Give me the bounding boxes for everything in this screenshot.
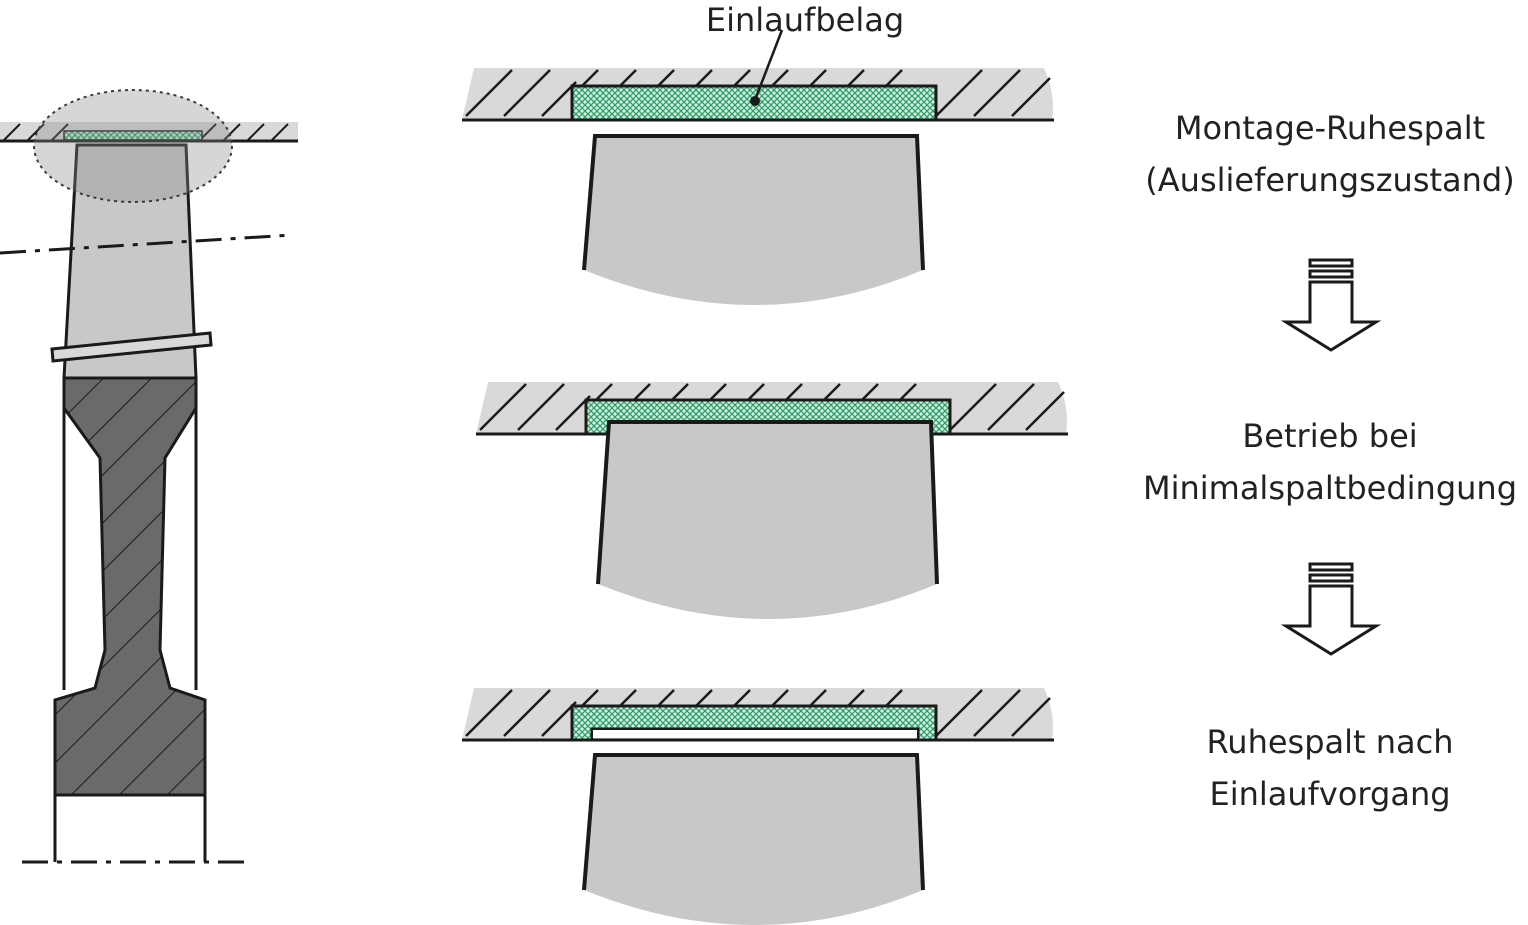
overview-disk [53, 376, 207, 797]
detail-1-blade [584, 136, 923, 305]
overview-platform [50, 331, 213, 363]
state-label-after-run-in: Ruhespalt nach Einlaufvorgang [1110, 716, 1528, 820]
detail-2 [476, 382, 1068, 619]
state-label-line: Minimalspaltbedingung [1142, 469, 1518, 507]
detail-3-coating [570, 704, 938, 742]
overview-casing-hatching [3, 123, 289, 141]
state-label-line: Ruhespalt nach [1206, 723, 1454, 761]
detail-1 [462, 29, 1054, 305]
coating-callout-text: Einlaufbelag [705, 1, 905, 39]
detail-2-hatching [479, 383, 1065, 431]
down-arrow-icon [1280, 562, 1382, 656]
rotor-overview [0, 89, 298, 864]
state-label-assembly: Montage-Ruhespalt (Auslieferungszustand) [1110, 102, 1528, 206]
callout-leader [753, 29, 784, 101]
state-label-operation: Betrieb bei Minimalspaltbedingung [1110, 410, 1528, 514]
state-label-line: Montage-Ruhespalt [1174, 109, 1486, 147]
detail-1-hatching [465, 69, 1051, 117]
callout-dot [750, 96, 760, 106]
detail-3-blade [584, 755, 923, 925]
detail-2-blade [598, 422, 937, 619]
down-arrow-icon [1280, 258, 1382, 352]
detail-3-hatching [465, 689, 1051, 737]
state-label-line: (Auslieferungszustand) [1145, 161, 1515, 199]
detail-3 [462, 688, 1054, 925]
state-label-line: Einlaufvorgang [1209, 775, 1451, 813]
coating-callout-label: Einlaufbelag [640, 0, 970, 46]
overview-coating [63, 130, 203, 141]
detail-highlight-ellipse [33, 89, 233, 203]
state-label-line: Betrieb bei [1242, 417, 1418, 455]
